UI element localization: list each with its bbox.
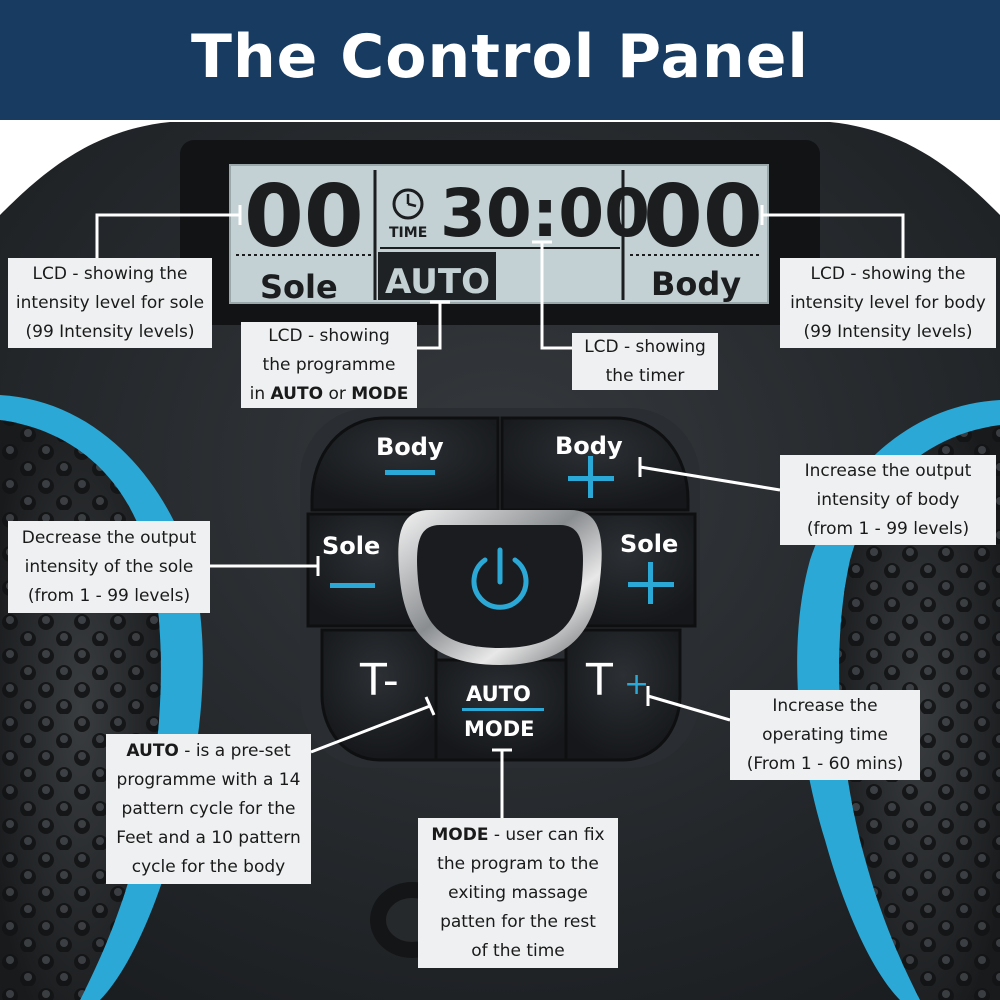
callout-program-lcd: LCD - showing the programme in AUTO or M… xyxy=(241,322,417,408)
callout-timer-lcd: LCD - showing the timer xyxy=(572,333,718,390)
lcd-time-label: TIME xyxy=(389,225,427,241)
lcd-display: 00 00 30:00 TIME Sole Body AUTO xyxy=(229,164,769,306)
auto-label: AUTO xyxy=(466,682,531,706)
power-icon xyxy=(471,547,529,610)
mode-label: MODE xyxy=(464,717,535,741)
sole-plus-label: Sole xyxy=(620,530,678,558)
callout-sole-minus: Decrease the output intensity of the sol… xyxy=(8,521,210,613)
body-minus-button[interactable] xyxy=(310,416,500,512)
callout-mode: MODE - user can fix the program to the e… xyxy=(418,818,618,968)
lcd-body-level: 00 xyxy=(643,167,763,267)
page-title: The Control Panel xyxy=(191,22,809,92)
time-minus-label: T- xyxy=(359,655,399,706)
body-minus-label: Body xyxy=(376,433,444,461)
callout-time-plus: Increase the operating time (From 1 - 60… xyxy=(730,690,920,780)
header-banner xyxy=(0,0,1000,120)
button-pad: Body Body Sole Sole T- T + AUTO MODE xyxy=(300,408,700,768)
time-plus-label: T xyxy=(585,655,613,706)
minus-icon xyxy=(330,583,375,588)
callout-body-plus: Increase the output intensity of body (f… xyxy=(780,455,996,545)
callout-sole-lcd: LCD - showing the intensity level for so… xyxy=(8,258,212,348)
callout-leaders xyxy=(95,205,905,818)
lcd-body-label: Body xyxy=(651,265,741,303)
lcd-timer: 30:00 xyxy=(440,175,650,252)
time-plus-sign: + xyxy=(624,667,649,702)
clock-icon xyxy=(392,188,424,220)
sole-minus-label: Sole xyxy=(322,532,380,560)
minus-icon xyxy=(385,470,435,475)
lcd-sole-level: 00 xyxy=(244,167,364,267)
body-plus-label: Body xyxy=(555,432,623,460)
time-minus-button[interactable] xyxy=(320,628,438,762)
time-plus-button[interactable] xyxy=(564,628,682,762)
lcd-program-label: AUTO xyxy=(385,262,490,302)
power-button[interactable] xyxy=(417,525,583,648)
callout-body-lcd: LCD - showing the intensity level for bo… xyxy=(780,258,996,348)
lcd-sole-label: Sole xyxy=(260,268,338,306)
plus-icon xyxy=(628,562,674,604)
plus-icon xyxy=(568,456,614,498)
callout-auto: AUTO - is a pre-set programme with a 14 … xyxy=(106,734,311,884)
body-plus-button[interactable] xyxy=(500,416,690,512)
